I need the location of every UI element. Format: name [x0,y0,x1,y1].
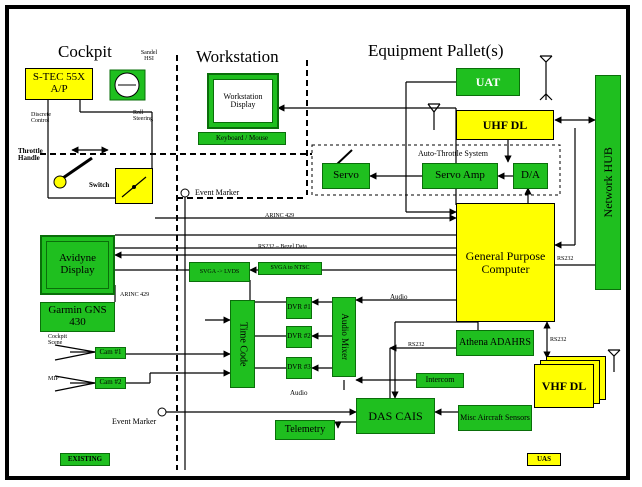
throttle-handle-label: Throttle Handle [18,147,43,162]
stec-autopilot-box: S-TEC 55X A/P [25,68,93,100]
athena-box: Athena ADAHRS [456,330,534,356]
uhf-dl-box: UHF DL [456,110,554,140]
sandel-label: Sandel HSI [140,50,158,62]
workstation-header: Workstation [196,47,279,66]
mip-label: MIP [48,376,59,382]
keyboard-mouse-box: Keyboard / Mouse [198,132,286,145]
workstation-display-box: Workstation Display [207,73,279,129]
servo-amp-box: Servo Amp [422,163,498,189]
audio-label-a: Audio [390,293,408,301]
da-box: D/A [513,163,548,189]
cam1-box: Cam #1 [95,347,126,359]
event-marker-top-label: Event Marker [195,188,240,197]
diagram-frame [5,5,630,480]
vhf-dl-box: VHF DL [534,364,594,408]
equipment-header: Equipment Pallet(s) [368,41,504,60]
event-marker-bottom-label: Event Marker [112,417,157,426]
avidyne-display-box: Avidyne Display [40,235,115,295]
svga-ntsc-box: SVGA to NTSC [258,262,322,275]
network-hub-box: Network HUB [595,75,621,290]
rs232-hub-label: RS232 [557,256,574,262]
arinc429-b-label: ARINC 429 [120,292,150,298]
timecode-label: Time Code [237,321,249,367]
uat-box: UAT [456,68,520,96]
rs232-vhf-label: RS232 [550,337,567,343]
svga-lvds-box: SVGA -> LVDS [189,262,250,282]
network-hub-label: Network HUB [600,147,615,218]
roll-steering-label: Roll Steering [133,110,153,122]
discrete-control-label: Discrete Control [31,112,51,124]
garmin-box: Garmin GNS 430 [40,302,115,332]
cockpit-scene-label: Cockpit Scene [48,334,67,346]
dvr2-box: DVR #2 [286,326,312,348]
auto-throttle-label: Auto-Throttle System [418,149,488,158]
rs232-bezel-label: RS232 – Bezel Data [258,244,307,250]
workstation-screen: Workstation Display [213,79,273,123]
legend-existing: EXISTING [60,453,110,466]
audio-label-b: Audio [290,389,308,397]
arinc429-a-label: ARINC 429 [265,213,295,219]
rs232-athena-label: RS232 [408,342,425,348]
dvr1-box: DVR #1 [286,297,312,319]
avidyne-screen: Avidyne Display [46,241,109,289]
cam2-box: Cam #2 [95,377,126,389]
switch-label: Switch [89,181,110,189]
auto-throttle-box [311,144,561,196]
cockpit-header: Cockpit [58,42,112,61]
legend-uas: UAS [527,453,561,466]
timecode-box: Time Code [230,300,255,388]
misc-sensors-box: Misc Aircraft Sensors [458,405,532,431]
das-cais-box: DAS CAIS [356,398,435,434]
audio-mixer-box: Audio Mixer [332,297,356,377]
gpc-box: General Purpose Computer [456,203,555,322]
telemetry-box: Telemetry [275,420,335,440]
servo-box: Servo [322,163,370,189]
intercom-box: Intercom [416,373,464,388]
dvr3-box: DVR #3 [286,357,312,379]
switch-box [115,168,153,204]
audio-mixer-label: Audio Mixer [339,313,350,361]
